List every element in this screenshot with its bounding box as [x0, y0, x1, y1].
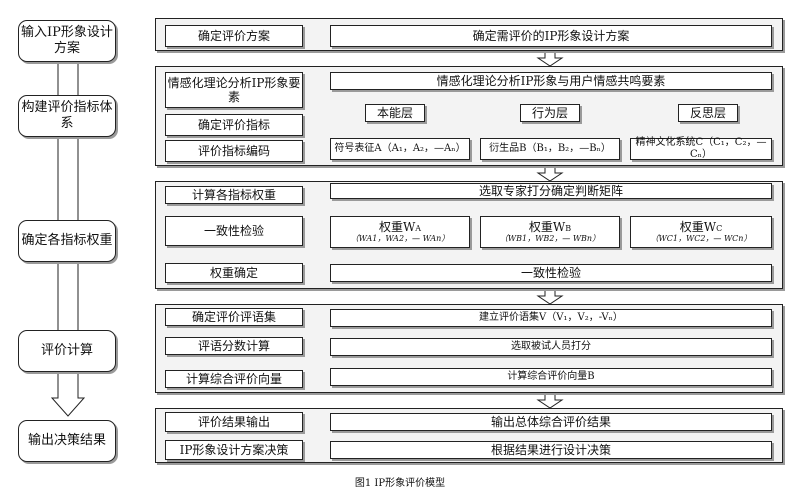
s2-left-label-3: 评价指标编码	[165, 140, 303, 162]
section-arrow-3	[536, 288, 564, 305]
s4-left-label-3: 计算综合评价向量	[165, 370, 303, 388]
s1-left-label: 确定评价方案	[165, 25, 303, 47]
section-arrow-4	[536, 392, 564, 409]
s1-main: 确定需评价的IP形象设计方案	[330, 25, 772, 47]
s2-layer-2: 行为层	[520, 104, 580, 122]
s2-code-1: 符号表征A（A₁，A₂，—Aₙ）	[330, 138, 470, 160]
s4-row-3: 计算综合评价向量B	[330, 368, 772, 386]
s5-left-label-1: 评价结果输出	[165, 412, 303, 432]
s3-weight-a: 权重WA （WA1，WA2，— WAn）	[330, 216, 470, 248]
s2-left-label-2: 确定评价指标	[165, 114, 303, 136]
s2-left-label-1: 情感化理论分析IP形象要素	[165, 72, 303, 108]
figure-caption: 图1 IP形象评价模型	[354, 478, 446, 489]
s5-row-1: 输出总体综合评价结果	[330, 413, 772, 431]
step-build-index: 构建评价指标体系	[18, 95, 116, 137]
s3-weight-b: 权重WB （WB1，WB2，— WBn）	[480, 216, 620, 248]
section-arrow-2	[536, 165, 564, 182]
s2-code-3: 精神文化系统C（C₁，C₂，—Cₙ）	[630, 137, 772, 160]
step-weights: 确定各指标权重	[18, 220, 116, 262]
s2-layer-1: 本能层	[365, 104, 425, 122]
s3-left-label-2: 一致性检验	[165, 216, 303, 246]
s2-layer-3: 反思层	[678, 104, 738, 122]
s3-left-label-3: 权重确定	[165, 263, 303, 283]
s4-row-2: 选取被试人员打分	[330, 338, 772, 356]
step-input-ip: 输入IP形象设计方案	[18, 20, 116, 62]
s4-left-label-2: 评语分数计算	[165, 337, 303, 355]
s3-weight-c: 权重WC （WC1，WC2，— WCn）	[630, 216, 772, 248]
step-evaluate: 评价计算	[18, 330, 116, 372]
s2-main: 情感化理论分析IP形象与用户情感共鸣要素	[330, 72, 772, 90]
s5-left-label-2: IP形象设计方案决策	[165, 440, 303, 460]
s4-left-label-1: 确定评价评语集	[165, 308, 303, 326]
s4-row-1: 建立评价语集V（V₁，V₂，-Vₙ）	[330, 309, 772, 327]
s3-left-label-1: 计算各指标权重	[165, 186, 303, 204]
step-output: 输出决策结果	[18, 420, 116, 462]
s3-bottom: 一致性检验	[330, 264, 772, 282]
s5-row-2: 根据结果进行设计决策	[330, 441, 772, 459]
section-arrow-1	[536, 50, 564, 67]
s3-main: 选取专家打分确定判断矩阵	[330, 183, 772, 199]
s2-code-2: 衍生品B（B₁，B₂，—Bₙ）	[480, 138, 620, 160]
